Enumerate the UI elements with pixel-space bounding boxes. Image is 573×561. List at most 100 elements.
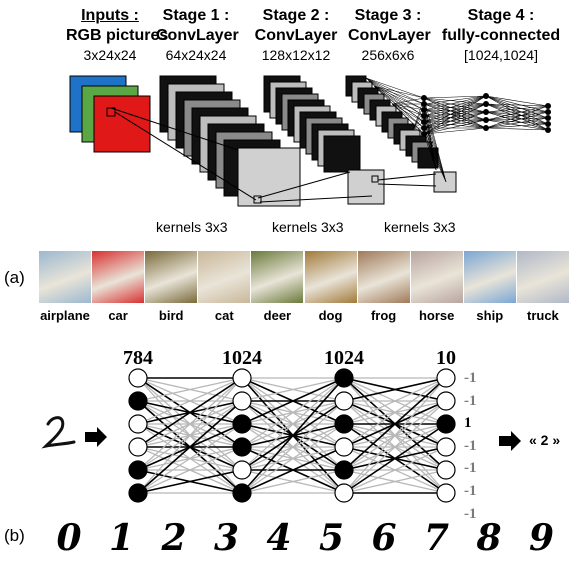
output-arrow-icon [499, 431, 521, 451]
class-label-truck: truck [526, 308, 559, 323]
mlp-diagram [41, 368, 521, 503]
stage-dims: [1024,1024] [464, 47, 538, 63]
fc-neuron [421, 125, 427, 131]
mlp-neuron [232, 483, 252, 503]
mnist-digit-4: 4 [266, 517, 292, 559]
fc-neuron [545, 121, 551, 127]
output-value: 1 [464, 415, 472, 432]
mlp-neuron [128, 437, 148, 457]
cifar-thumbnail-frog [357, 251, 410, 303]
mlp-neuron [436, 437, 456, 457]
fc-neuron [545, 103, 551, 109]
stage-title: Stage 1 : [162, 7, 230, 24]
stage-dims: 3x24x24 [83, 47, 137, 63]
fc-neuron [545, 115, 551, 121]
mnist-digit-5: 5 [318, 517, 345, 559]
input-arrow-icon [85, 427, 107, 447]
mlp-neuron [334, 460, 354, 480]
fc-neuron [421, 119, 427, 125]
class-label-bird: bird [158, 308, 184, 323]
mlp-neuron [436, 483, 456, 503]
stage-title: Stage 4 : [467, 7, 535, 24]
output-value: -1 [464, 370, 477, 386]
panel-a-label: (a) [4, 268, 25, 287]
mnist-digit-6: 6 [371, 517, 397, 559]
mlp-neuron [334, 483, 354, 503]
cifar-thumbnail-car [92, 251, 145, 303]
stage-dims: 64x24x24 [165, 47, 227, 63]
fc-neuron [421, 131, 427, 137]
input-digit-image [41, 416, 76, 449]
mlp-neuron [436, 460, 456, 480]
class-label-frog: frog [370, 308, 397, 323]
cifar-thumbnail-bird [145, 251, 198, 303]
fully-connected-layers [365, 77, 551, 183]
layer-size-input: 784 [123, 347, 153, 369]
fc-neuron [483, 125, 489, 131]
class-label-deer: deer [263, 308, 292, 323]
mlp-neuron [128, 391, 148, 411]
cifar-thumbnail-airplane [39, 251, 91, 303]
mlp-neuron [232, 391, 252, 411]
mnist-digit-2: 2 [161, 517, 187, 559]
panel-b-label: (b) [4, 526, 25, 545]
mlp-neuron [334, 437, 354, 457]
mlp-neuron [232, 437, 252, 457]
mlp-neuron [232, 460, 252, 480]
fc-neuron [483, 117, 489, 123]
cifar-thumbnail-truck [516, 251, 569, 303]
stage2-feature-maps [263, 75, 385, 205]
cifar-thumbnail-cat [198, 251, 251, 303]
cifar-thumbnail-strip [39, 251, 569, 303]
fc-neuron [421, 101, 427, 107]
kernel-label-2: kernels 3x3 [272, 219, 344, 235]
fc-neuron [421, 113, 427, 119]
cifar-thumbnail-dog [304, 251, 357, 303]
output-value: -1 [464, 392, 477, 409]
cifar-thumbnail-deer [251, 251, 304, 303]
stage-subtitle: ConvLayer [254, 27, 338, 44]
cnn-diagram [69, 75, 551, 207]
stage3-feature-maps [345, 75, 457, 193]
mlp-neuron [436, 391, 456, 411]
stage-dims: 256x6x6 [361, 47, 415, 63]
stage-title: Stage 2 : [262, 7, 330, 24]
mlp-neuron [232, 414, 252, 434]
kernel-label-3: kernels 3x3 [384, 219, 456, 235]
mnist-digit-3: 3 [213, 517, 240, 559]
class-label-car: car [108, 308, 128, 323]
mnist-digit-1: 1 [108, 517, 135, 559]
mnist-digit-9: 9 [528, 517, 555, 559]
output-value: -1 [464, 437, 477, 454]
fc-neuron [545, 109, 551, 115]
output-value: -1 [464, 483, 477, 499]
stage-title: Stage 3 : [354, 7, 422, 24]
mlp-neuron [436, 414, 456, 434]
fc-neuron [421, 107, 427, 113]
layer-size-output: 10 [436, 347, 456, 369]
stage-title: Inputs : [81, 7, 139, 24]
mnist-digit-0: 0 [56, 517, 82, 559]
class-label-airplane: airplane [40, 308, 90, 323]
mlp-neuron [128, 414, 148, 434]
mlp-neuron [128, 483, 148, 503]
stage-dims: 128x12x12 [261, 47, 331, 63]
stage1-feature-maps [159, 75, 301, 207]
stage-subtitle: ConvLayer [156, 27, 239, 44]
mlp-neuron [232, 368, 252, 388]
mnist-digit-8: 8 [476, 517, 502, 559]
stage-subtitle: RGB pictures [66, 27, 169, 44]
fc-neuron [545, 127, 551, 133]
fc-neuron [483, 101, 489, 107]
input-plane-red [93, 95, 151, 153]
kernel-label-1: kernels 3x3 [156, 219, 228, 235]
output-value: -1 [464, 460, 477, 477]
mlp-neuron [128, 368, 148, 388]
class-label-ship: ship [476, 308, 504, 323]
stage-header-4: Stage 4 : fully-connected [1024,1024] [436, 7, 566, 63]
mnist-digit-7: 7 [423, 517, 450, 559]
fc-neuron [483, 109, 489, 115]
stage-header-inputs: Inputs : RGB pictures 3x24x24 [66, 7, 169, 63]
cifar-thumbnail-ship [463, 251, 516, 303]
